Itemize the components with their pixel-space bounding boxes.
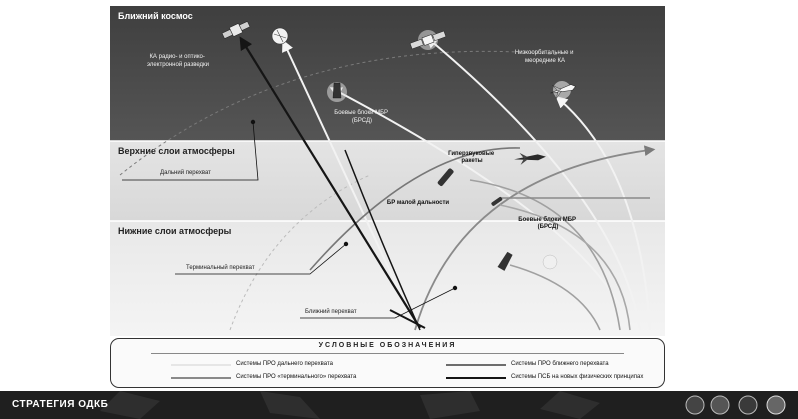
near-intercept-trajectory: [499, 204, 631, 331]
legend-item-new-physics: Системы ПСБ на новых физических принципа…: [511, 374, 644, 380]
legend-item-long-range: Системы ПРО дальнего перехвата: [236, 361, 333, 367]
long-range-zone-boundary: [119, 50, 561, 176]
new-physics-trajectory: [389, 309, 426, 329]
near-intercept-trajectory: [414, 145, 656, 331]
legend-divider: [151, 353, 624, 354]
layer-title-near-space: Ближний космос: [118, 11, 193, 21]
long-range-trajectory: [425, 36, 641, 331]
terminal-leader: [175, 243, 347, 275]
long-range-leader: [122, 121, 259, 181]
legend-swatch-new-physics: [446, 377, 506, 379]
near-intercept-trajectory: [469, 179, 621, 331]
footer-brand: СТРАТЕГИЯ ОДКБ: [12, 399, 109, 410]
spaceplane-icon: [550, 81, 576, 99]
upper-atmosphere-layer: [110, 141, 665, 221]
leo-satellite-label: Низкоорбитальные и меоредние КА: [515, 50, 575, 64]
near-leader: [300, 287, 456, 319]
near-intercept-label: Ближний перехват: [305, 308, 357, 315]
legend-swatch-near: [446, 364, 506, 366]
terminal-intercept-label: Терминальный перехват: [186, 264, 255, 271]
explosion-icon: [542, 254, 558, 270]
srbm-label: БР малой дальности: [387, 199, 450, 206]
icbm-warhead-low-icon: [497, 251, 513, 271]
footer-bar: СТРАТЕГИЯ ОДКБ: [0, 391, 798, 419]
legend: УСЛОВНЫЕ ОБОЗНАЧЕНИЯ Системы ПРО дальнег…: [110, 338, 665, 388]
long-range-trajectory: [329, 87, 631, 331]
icbm-warheads-low-label: Боевые блоки МБР (БРСД): [518, 216, 577, 230]
long-range-intercept-label: Дальний перехват: [160, 169, 211, 176]
legend-item-terminal: Системы ПРО «терминального» перехвата: [236, 374, 357, 380]
footer-camo-pattern: [100, 391, 786, 419]
leo-satellite-icon: [409, 30, 447, 50]
satellite-dish-icon: [271, 27, 289, 45]
new-physics-trajectory: [344, 149, 421, 331]
recon-satellite-icon: [221, 21, 251, 39]
icbm-warheads-space-label: Боевые блоки МБР (БРСД): [334, 110, 389, 124]
near-intercept-trajectory: [509, 264, 601, 331]
legend-swatch-long-range: [171, 364, 231, 366]
recon-satellite-label: КА радио- и оптико- электронной разведки: [147, 54, 209, 68]
icbm-warhead-space-icon: [327, 82, 347, 102]
legend-swatch-terminal: [171, 377, 231, 379]
lower-atmosphere-layer: [110, 221, 665, 336]
srbm-small-icon: [491, 196, 503, 206]
hypersonic-label: Гиперзвуковые ракеты: [448, 151, 496, 164]
hypersonic-missile-icon: [514, 152, 546, 165]
terminal-zone-boundary: [229, 174, 371, 331]
legend-title: УСЛОВНЫЕ ОБОЗНАЧЕНИЯ: [318, 342, 457, 349]
long-range-trajectory: [555, 96, 651, 331]
srbm-icon: [437, 168, 454, 187]
long-range-trajectory: [282, 39, 416, 326]
terminal-intercept-trajectory: [309, 147, 521, 271]
legend-item-near: Системы ПРО ближнего перехвата: [511, 361, 609, 367]
layer-title-upper-atmosphere: Верхние слои атмосферы: [118, 146, 235, 156]
layer-title-lower-atmosphere: Нижние слои атмосферы: [118, 226, 232, 236]
new-physics-trajectory: [239, 36, 421, 329]
